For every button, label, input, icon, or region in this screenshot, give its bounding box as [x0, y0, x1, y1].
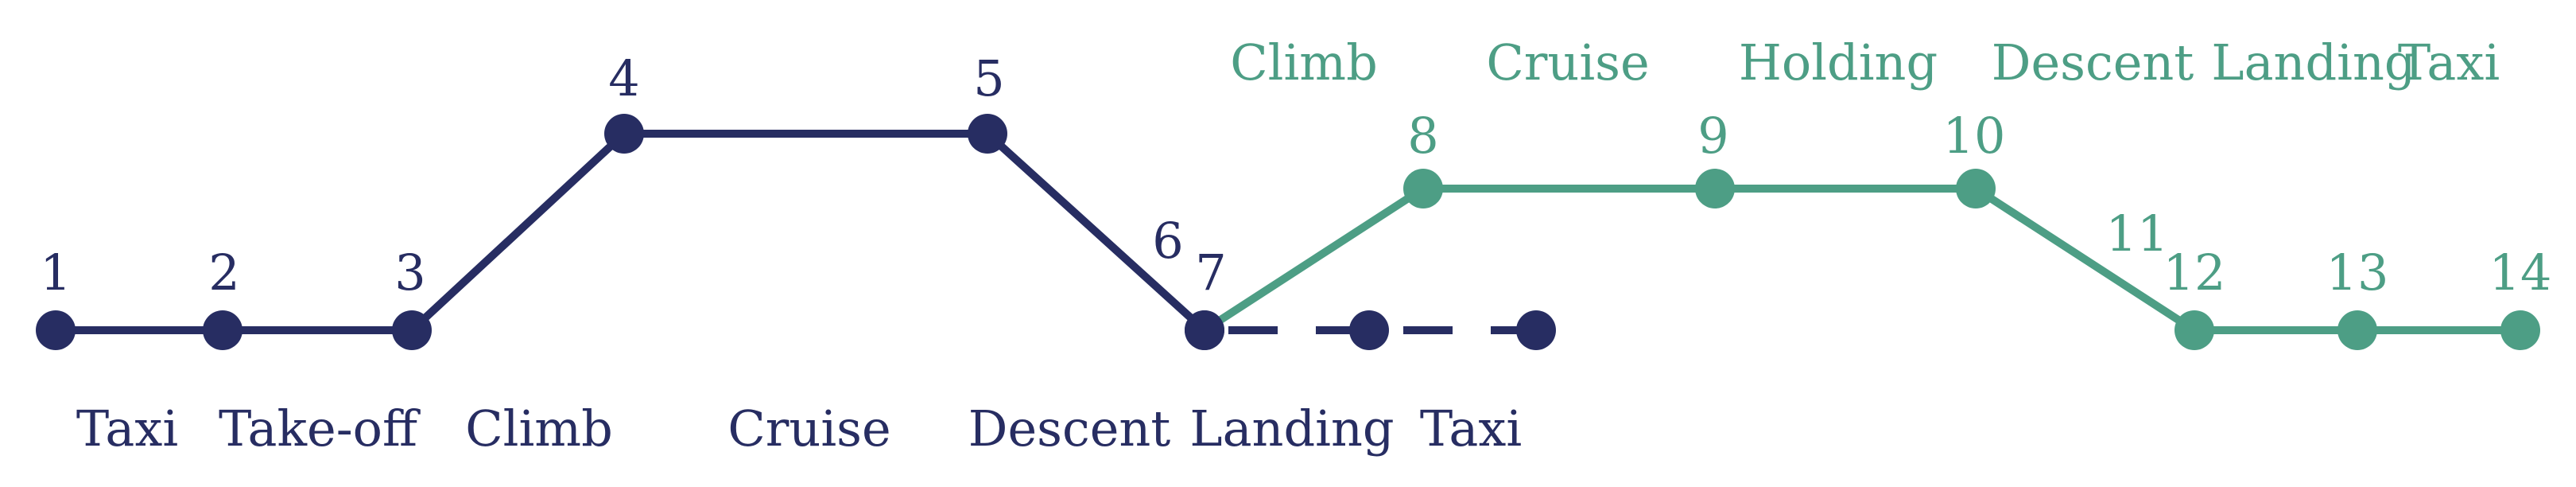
waypoint-dot-14	[2500, 310, 2540, 350]
phase-label-descent: Descent	[968, 399, 1171, 458]
phase-label-landing-2: Landing	[2211, 33, 2415, 92]
second-flight-profile: 7 8 9 10 11 12 13 14 Climb Cruise Holdin…	[1185, 33, 2551, 350]
phase-label-cruise-2: Cruise	[1486, 33, 1649, 92]
phase-label-take-off: Take-off	[219, 399, 421, 458]
dashed-continuation-dot	[1516, 310, 1556, 350]
waypoint-label-4: 4	[608, 49, 639, 107]
waypoint-dot-2	[203, 310, 242, 350]
waypoint-label-6: 6	[1152, 212, 1183, 270]
waypoint-label-2: 2	[208, 243, 239, 302]
phase-label-descent-2: Descent	[1992, 33, 2194, 92]
waypoint-dot-3	[392, 310, 432, 350]
phase-label-cruise: Cruise	[727, 399, 890, 458]
waypoint-label-11: 11	[2106, 205, 2169, 263]
waypoint-dot-1	[36, 310, 76, 350]
waypoint-label-12: 12	[2163, 243, 2226, 302]
phase-label-taxi-3: Taxi	[2398, 33, 2500, 92]
waypoint-dot-12	[2174, 310, 2214, 350]
phase-label-holding: Holding	[1739, 33, 1938, 92]
second-flight-path	[1201, 185, 2524, 334]
waypoint-label-10: 10	[1943, 107, 2006, 165]
waypoint-label-9: 9	[1697, 107, 1728, 165]
waypoint-dot-5	[968, 114, 1007, 154]
first-flight-profile: 1 2 3 4 5 6 Taxi Take-off Climb Cruise D…	[36, 49, 1556, 458]
waypoint-label-14: 14	[2489, 243, 2552, 302]
waypoint-label-3: 3	[394, 243, 425, 302]
waypoint-label-13: 13	[2326, 243, 2389, 302]
phase-label-taxi-2: Taxi	[1420, 399, 1522, 458]
waypoint-dot-13	[2337, 310, 2377, 350]
first-flight-path	[52, 130, 1208, 334]
waypoint-dot-9	[1695, 169, 1735, 208]
phase-label-climb: Climb	[465, 399, 613, 458]
phase-label-climb-2: Climb	[1230, 33, 1378, 92]
waypoint-dot-10	[1956, 169, 1996, 208]
waypoint-dot-7	[1185, 310, 1224, 350]
dashed-continuation-dot	[1349, 310, 1389, 350]
waypoint-label-5: 5	[973, 49, 1004, 107]
waypoint-dot-8	[1403, 169, 1443, 208]
waypoint-label-8: 8	[1407, 107, 1438, 165]
waypoint-label-7: 7	[1195, 243, 1226, 302]
waypoint-dot-4	[604, 114, 644, 154]
phase-label-taxi: Taxi	[76, 399, 178, 458]
waypoint-label-1: 1	[40, 243, 71, 302]
phase-label-landing: Landing	[1189, 399, 1394, 458]
